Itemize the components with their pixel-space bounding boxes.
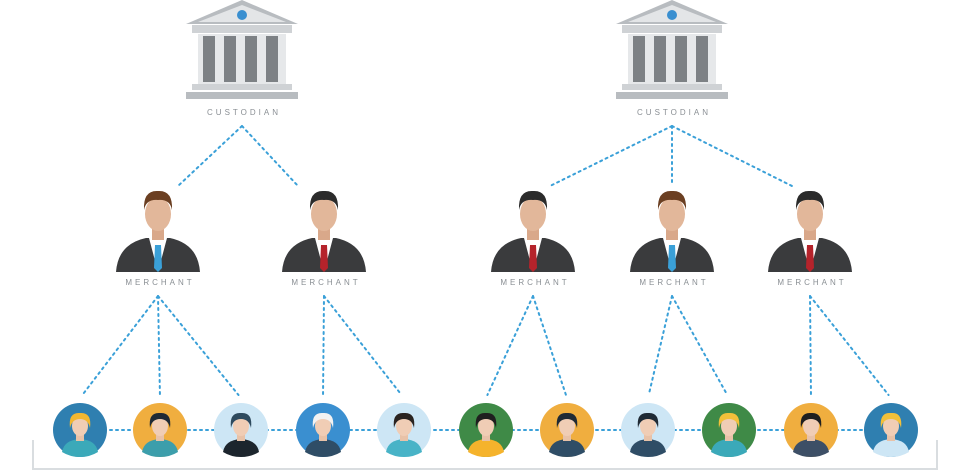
merchant-avatar (282, 190, 366, 272)
merchant-customer-link (532, 295, 567, 396)
custodian-merchant-link (241, 125, 299, 187)
merchant-avatar (491, 190, 575, 272)
merchant-customer-link (486, 295, 534, 396)
merchant-label: MERCHANT (639, 278, 709, 287)
merchant-avatar (630, 190, 714, 272)
merchant-customer-link (647, 295, 673, 396)
custodian-merchant-link (177, 125, 243, 187)
custodian-merchant-link (671, 125, 793, 187)
merchant-customer-link (323, 295, 403, 396)
merchant-customer-link (809, 295, 812, 396)
merchant-label: MERCHANT (125, 278, 195, 287)
customer-avatar (53, 403, 107, 457)
custodian-merchant-link (549, 125, 673, 187)
customer-avatar (214, 403, 268, 457)
customer-avatar (864, 403, 918, 457)
merchant-label: MERCHANT (291, 278, 361, 287)
bank-icon (186, 0, 298, 99)
merchant-customer-link (157, 295, 240, 396)
customer-avatar (784, 403, 838, 457)
merchant-customer-link (157, 295, 161, 396)
customer-avatar (621, 403, 675, 457)
merchant-avatar (768, 190, 852, 272)
customer-avatar (296, 403, 350, 457)
custodian-label: CUSTODIAN (637, 108, 711, 117)
merchant-label: MERCHANT (500, 278, 570, 287)
customer-avatar (540, 403, 594, 457)
customer-avatar (133, 403, 187, 457)
merchant-customer-link (671, 295, 729, 396)
customer-avatar (377, 403, 431, 457)
bottom-bracket (32, 440, 938, 470)
customer-avatar (459, 403, 513, 457)
merchant-label: MERCHANT (777, 278, 847, 287)
customer-avatar (702, 403, 756, 457)
bank-icon (616, 0, 728, 99)
merchant-avatar (116, 190, 200, 272)
merchant-customer-link (809, 295, 890, 396)
merchant-customer-link (81, 295, 159, 396)
merchant-customer-link (322, 295, 325, 396)
custodian-label: CUSTODIAN (207, 108, 281, 117)
